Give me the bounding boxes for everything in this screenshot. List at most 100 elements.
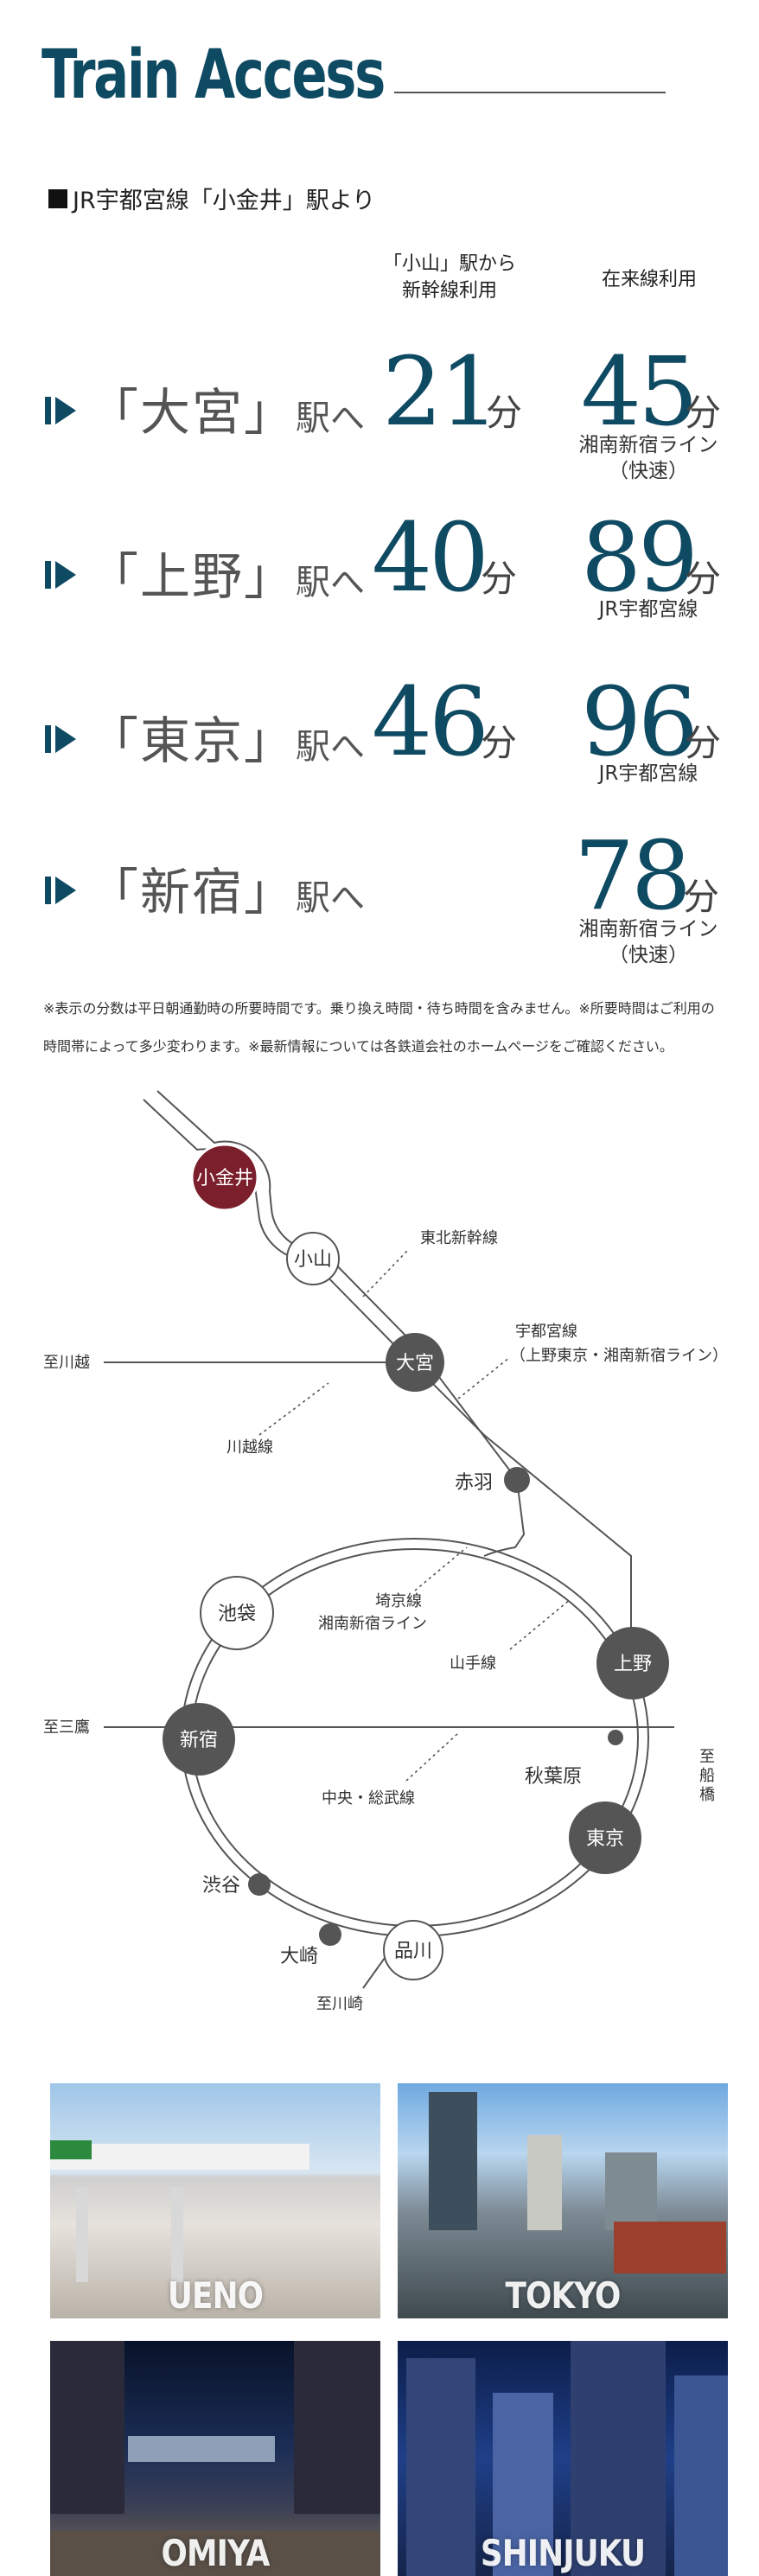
minutes-unit: 分	[683, 876, 720, 918]
station-shinjuku	[163, 1703, 235, 1776]
station-akabane	[504, 1467, 530, 1493]
minutes-unit: 分	[481, 722, 518, 764]
page-title: Train Access	[41, 36, 386, 114]
shinkansen-minutes: 40	[372, 502, 489, 613]
station-ikebukuro	[200, 1576, 274, 1650]
dest-funabashi: 船	[699, 1767, 715, 1785]
footnote-line: ※表示の分数は平日朝通勤時の所要時間です。乗り換え時間・待ち時間を含みません。※…	[43, 1000, 715, 1017]
station-shibuya	[248, 1873, 271, 1896]
leader-line	[405, 1732, 459, 1782]
station-tokyo	[569, 1801, 641, 1874]
station-shinagawa	[383, 1920, 443, 1980]
route-line: 湘南新宿ライン	[578, 434, 718, 456]
station-label: 上野	[614, 1654, 652, 1675]
minutes-unit: 分	[486, 392, 523, 434]
route-line: JR宇都宮線	[598, 762, 698, 785]
line-label-kawagoe: 川越線	[226, 1438, 273, 1457]
leader-line	[414, 1546, 468, 1591]
bracket-open: 「	[88, 863, 141, 921]
square-bullet-icon	[48, 188, 67, 208]
bracket-close: 」	[244, 711, 297, 770]
line-label-tohoku: 東北新幹線	[420, 1229, 498, 1247]
photo-label: UENO	[167, 2274, 264, 2317]
station-label: 赤羽	[455, 1472, 493, 1494]
route-map: 小金井 小山 大宮 赤羽 池袋 上野 新宿 秋葉原 東京 渋谷 大崎 品川 東北…	[43, 1090, 728, 2013]
dest-funabashi: 橋	[699, 1786, 715, 1804]
line-label-saikyo: 埼京線	[375, 1592, 422, 1610]
station-akihabara	[608, 1730, 623, 1745]
route-line: 湘南新宿ライン	[578, 918, 718, 940]
bracket-close: 」	[244, 547, 297, 606]
local-minutes: 78	[574, 820, 692, 931]
shinkansen-minutes: 46	[372, 666, 489, 777]
line-label-utsunomiya-sub: （上野東京・湘南新宿ライン）	[510, 1347, 728, 1365]
station-label: 東京	[586, 1828, 624, 1850]
photo-shinjuku: SHINJUKU	[398, 2341, 728, 2576]
station-label: 大崎	[280, 1946, 318, 1967]
station-name: 上野	[140, 547, 245, 606]
leader-line	[258, 1382, 329, 1436]
route-line: JR宇都宮線	[598, 598, 698, 621]
route-line: （快速）	[609, 944, 688, 966]
column-header-line: 「小山」駅から	[382, 253, 516, 275]
station-koganei	[190, 1143, 259, 1212]
dest-kawasaki: 至川崎	[316, 1995, 363, 2013]
saikyo-line	[483, 1479, 526, 1557]
minutes-unit: 分	[685, 392, 722, 434]
station-label: 渋谷	[202, 1875, 240, 1897]
photo-label: TOKYO	[505, 2274, 621, 2317]
station-label: 小山	[294, 1249, 332, 1271]
arrow-bullet-icon	[45, 877, 76, 904]
minutes-unit: 分	[481, 558, 518, 600]
station-label: 大宮	[396, 1353, 434, 1374]
route-name: 湘南新宿ライン （快速）	[553, 916, 743, 968]
footnote-line: 時間帯によって多少変わります。※最新情報については各鉄道会社のホームページをご確…	[43, 1038, 673, 1055]
leader-line	[457, 1356, 511, 1400]
photo-label: SHINJUKU	[480, 2532, 646, 2574]
arrow-bullet-icon	[45, 725, 76, 753]
shinkansen-minutes: 21	[382, 336, 500, 447]
photo-label: OMIYA	[161, 2532, 271, 2574]
destination-suffix: 駅へ	[296, 727, 366, 767]
route-line: （快速）	[609, 460, 688, 482]
bracket-open: 「	[88, 711, 141, 770]
destination-suffix: 駅へ	[296, 878, 366, 918]
bracket-open: 「	[88, 547, 141, 606]
station-name: 大宮	[140, 383, 245, 442]
line-label-utsunomiya: 宇都宮線	[515, 1323, 577, 1341]
minutes-unit: 分	[685, 558, 722, 600]
dest-funabashi: 至	[699, 1748, 715, 1766]
row-destination: 「上野」駅へ	[88, 536, 365, 609]
line-label-shonan: 湘南新宿ライン	[318, 1615, 427, 1633]
dest-kawagoe: 至川越	[43, 1354, 90, 1372]
station-name: 新宿	[140, 863, 245, 921]
dest-mitaka: 至三鷹	[43, 1718, 90, 1737]
local-minutes: 89	[581, 502, 698, 613]
photo-omiya: OMIYA	[50, 2341, 380, 2576]
bracket-close: 」	[244, 383, 297, 442]
column-header-local: 在来線利用	[601, 269, 697, 290]
station-ueno	[596, 1627, 669, 1699]
station-oyama	[286, 1232, 340, 1285]
station-label: 池袋	[218, 1604, 256, 1625]
station-label: 品川	[394, 1941, 432, 1962]
footnote: ※表示の分数は平日朝通勤時の所要時間です。乗り換え時間・待ち時間を含みません。※…	[43, 990, 735, 1066]
minutes-unit: 分	[685, 722, 722, 764]
row-destination: 「大宮」駅へ	[88, 372, 365, 444]
station-name: 東京	[140, 711, 245, 770]
column-header-shinkansen: 「小山」駅から 新幹線利用	[372, 251, 527, 304]
local-minutes: 96	[581, 666, 698, 777]
column-header-line: 新幹線利用	[401, 280, 497, 302]
line-label-yamanote: 山手線	[450, 1655, 496, 1673]
station-label: 小金井	[196, 1168, 253, 1189]
destination-suffix: 駅へ	[296, 563, 366, 603]
leader-line	[362, 1249, 409, 1298]
destination-suffix: 駅へ	[296, 399, 366, 438]
section-subhead: JR宇都宮線「小金井」駅より	[48, 182, 375, 215]
photo-ueno: UENO	[50, 2083, 380, 2318]
station-omiya	[386, 1333, 444, 1392]
title-divider	[394, 92, 666, 93]
station-label: 新宿	[180, 1730, 218, 1751]
station-osaki	[319, 1923, 341, 1946]
local-minutes: 45	[581, 336, 698, 447]
